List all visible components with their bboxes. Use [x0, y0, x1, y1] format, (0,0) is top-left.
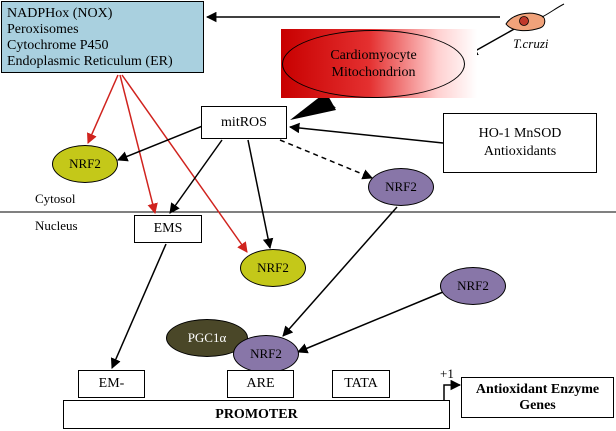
- promoter-bar: PROMOTER: [63, 400, 450, 429]
- antioxidants-box: HO-1 MnSOD Antioxidants: [443, 113, 597, 173]
- em-element-box: EM-: [78, 370, 145, 398]
- are-element-box: ARE: [227, 370, 294, 398]
- nucleus-label: Nucleus: [35, 218, 78, 233]
- arrow-mito-to-mitros-head: [290, 92, 336, 120]
- arrow-sources-to-nrf2-c: [121, 74, 248, 253]
- arrow-sources-to-nrf2-a: [87, 74, 119, 144]
- mitochondrion-label-line2: Mitochondrion: [331, 65, 416, 80]
- nrf2-nucleus-yellow: NRF2: [240, 249, 306, 287]
- source-cytochrome-p450: Cytochrome P450: [7, 38, 109, 53]
- nrf2-bound-purple: NRF2: [233, 335, 299, 373]
- tcruzi-parasite-icon: [505, 3, 565, 32]
- cytosol-label: Cytosol: [35, 191, 76, 206]
- antioxidants-line2: Antioxidants: [483, 144, 557, 159]
- nrf2-cytosol-yellow: NRF2: [52, 145, 118, 183]
- nrf2-cytosol-purple: NRF2: [368, 168, 434, 206]
- ems-box: EMS: [134, 215, 202, 243]
- source-peroxisomes: Peroxisomes: [7, 22, 79, 37]
- arrow-mitros-to-ems: [169, 139, 223, 214]
- arrow-ems-to-em: [110, 243, 167, 369]
- antioxidant-genes-line2: Genes: [519, 397, 556, 413]
- arrow-mitros-to-nrf2-c: [247, 139, 274, 250]
- tata-element-box: TATA: [332, 370, 390, 398]
- nrf2-nucleus-purple: NRF2: [440, 267, 506, 305]
- arrow-nrf2-d-to-nrf2-e: [297, 291, 444, 354]
- arrow-mitros-to-nrf2-b: [279, 139, 373, 180]
- arrow-nrf2-b-to-nrf2-e: [282, 206, 398, 337]
- antioxidants-line1: HO-1 MnSOD: [478, 126, 562, 141]
- antioxidant-genes-line1: Antioxidant Enzyme: [475, 381, 600, 397]
- mitros-box: mitROS: [201, 106, 287, 139]
- arrow-antioxidants-to-mitros: [288, 122, 444, 144]
- tcruzi-label: T.cruzi: [513, 36, 549, 51]
- source-nadphox: NADPHox (NOX): [7, 6, 113, 21]
- transcription-start-arrow: [443, 379, 462, 400]
- arrow-mitros-to-nrf2-a: [117, 124, 206, 162]
- antioxidant-genes-box: Antioxidant Enzyme Genes: [461, 377, 614, 418]
- plus-one-label: +1: [440, 366, 454, 381]
- ros-sources-box: NADPHox (NOX) Peroxisomes Cytochrome P45…: [1, 1, 204, 73]
- mitochondrion-label-line1: Cardiomyocyte: [330, 48, 417, 63]
- arrow-sources-to-ems: [119, 74, 158, 215]
- mitochondrion-oval: Cardiomyocyte Mitochondrion: [282, 30, 465, 98]
- source-er: Endoplasmic Reticulum (ER): [7, 54, 173, 69]
